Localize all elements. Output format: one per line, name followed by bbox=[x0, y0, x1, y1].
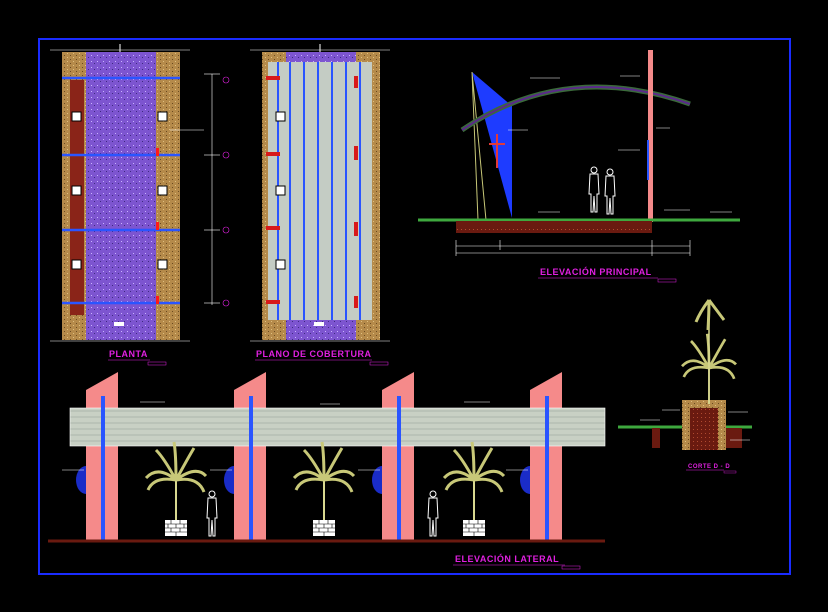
person-icon bbox=[427, 490, 439, 537]
plan-beams bbox=[62, 76, 180, 305]
side-elevation-view: ELEVACIÓN LATERAL bbox=[48, 372, 606, 570]
front-elevation-view: ELEVACIÓN PRINCIPAL bbox=[418, 50, 740, 283]
title-lateral: ELEVACIÓN LATERAL bbox=[455, 553, 559, 564]
title-cobertura: PLANO DE COBERTURA bbox=[256, 349, 372, 359]
person-icon bbox=[588, 166, 600, 213]
title-planta: PLANTA bbox=[109, 349, 148, 359]
plan-axis-dimensions bbox=[204, 73, 230, 307]
brick-planter-icon bbox=[312, 519, 336, 537]
roof-beam bbox=[69, 407, 606, 447]
person-icon bbox=[604, 168, 616, 215]
brick-planter-icon bbox=[164, 519, 188, 537]
roof-plan-view: PLANO DE COBERTURA bbox=[250, 44, 390, 366]
title-corte: CORTE D - D bbox=[688, 464, 730, 470]
palm-plant-icon bbox=[144, 440, 208, 522]
cross-icon bbox=[489, 134, 505, 168]
drawing-frame bbox=[38, 38, 791, 575]
section-d-d-view: CORTE D - D bbox=[618, 299, 752, 474]
title-principal: ELEVACIÓN PRINCIPAL bbox=[540, 266, 652, 277]
brick-planter-icon bbox=[462, 519, 486, 537]
plan-view: PLANTA bbox=[50, 44, 230, 366]
palm-plant-icon bbox=[442, 440, 506, 522]
person-icon bbox=[206, 490, 218, 537]
palm-plant-icon bbox=[292, 440, 356, 522]
